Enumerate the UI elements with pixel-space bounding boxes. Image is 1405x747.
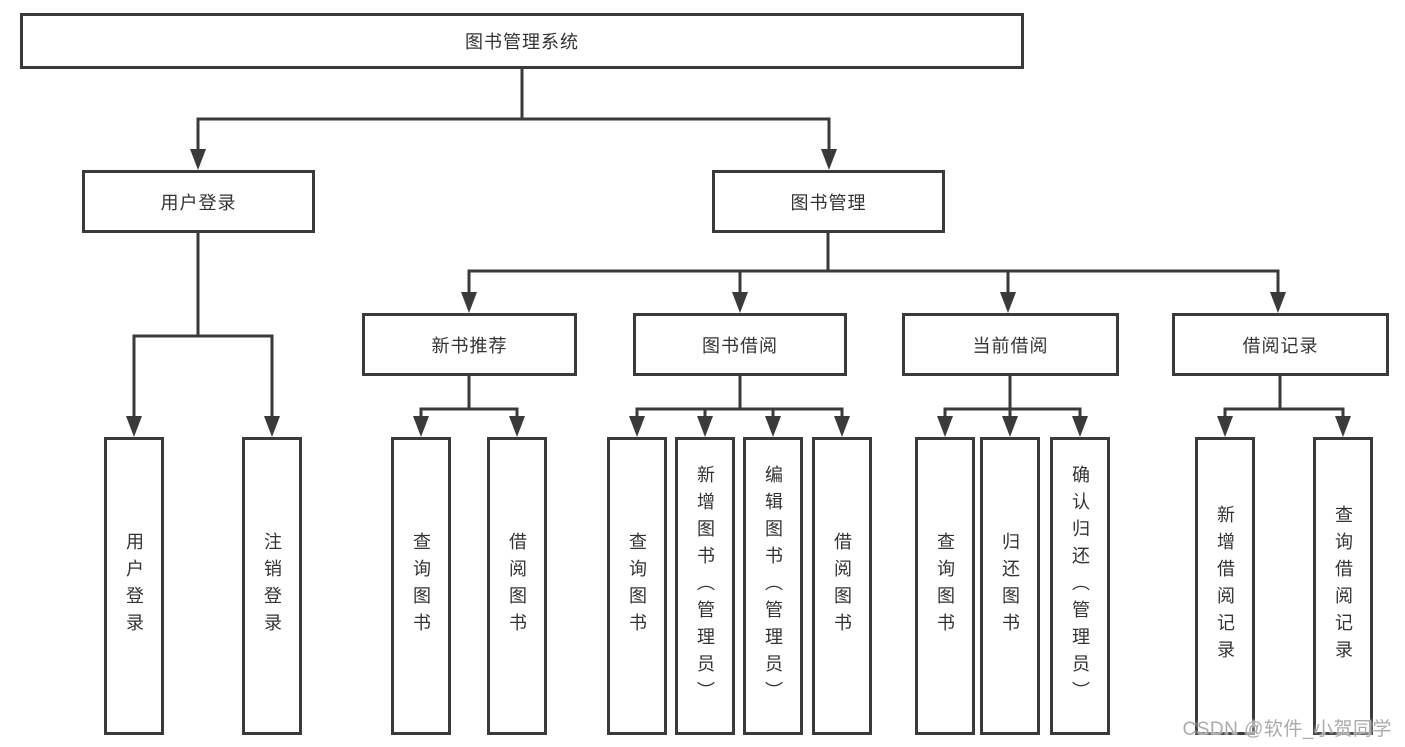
leaf-borrow-books-recommendation: 借阅图书 [487, 437, 547, 735]
node-book-management: 图书管理 [712, 170, 945, 233]
leaf-add-book-admin: 新增图书（管理员） [675, 437, 735, 735]
leaf-return-book-label: 归还图书 [1000, 532, 1020, 640]
leaf-logout-label: 注销登录 [262, 532, 282, 640]
leaf-edit-book-admin: 编辑图书（管理员） [743, 437, 803, 735]
leaf-borrow-books-recommendation-label: 借阅图书 [507, 532, 527, 640]
node-library-management-system: 图书管理系统 [20, 13, 1024, 69]
leaf-edit-book-admin-label: 编辑图书（管理员） [763, 464, 783, 708]
leaf-query-books-borrowing: 查询图书 [607, 437, 667, 735]
node-user-login: 用户登录 [82, 170, 315, 233]
leaf-logout: 注销登录 [242, 437, 302, 735]
node-new-book-recommendation: 新书推荐 [362, 313, 577, 376]
csdn-watermark: CSDN @软件_小贺同学 [1182, 719, 1392, 740]
leaf-query-books-current: 查询图书 [915, 437, 975, 735]
arrowhead-icons [126, 149, 1351, 437]
leaf-add-borrow-record-label: 新增借阅记录 [1215, 505, 1235, 667]
leaf-query-books-current-label: 查询图书 [935, 532, 955, 640]
leaf-query-books-recommendation-label: 查询图书 [411, 532, 431, 640]
leaf-return-book: 归还图书 [980, 437, 1040, 735]
leaf-confirm-return-admin-label: 确认归还（管理员） [1070, 464, 1090, 708]
leaf-query-books-borrowing-label: 查询图书 [627, 532, 647, 640]
leaf-query-borrow-record-label: 查询借阅记录 [1333, 505, 1353, 667]
leaf-borrow-books-borrowing-label: 借阅图书 [832, 532, 852, 640]
leaf-add-borrow-record: 新增借阅记录 [1195, 437, 1255, 735]
leaf-query-borrow-record: 查询借阅记录 [1313, 437, 1373, 735]
leaf-user-login: 用户登录 [104, 437, 164, 735]
leaf-query-books-recommendation: 查询图书 [391, 437, 451, 735]
node-current-borrowing: 当前借阅 [902, 313, 1119, 376]
leaf-user-login-label: 用户登录 [124, 532, 144, 640]
leaf-borrow-books-borrowing: 借阅图书 [812, 437, 872, 735]
node-book-borrowing: 图书借阅 [633, 313, 847, 376]
leaf-confirm-return-admin: 确认归还（管理员） [1050, 437, 1110, 735]
node-borrowing-records: 借阅记录 [1172, 313, 1389, 376]
leaf-add-book-admin-label: 新增图书（管理员） [695, 464, 715, 708]
